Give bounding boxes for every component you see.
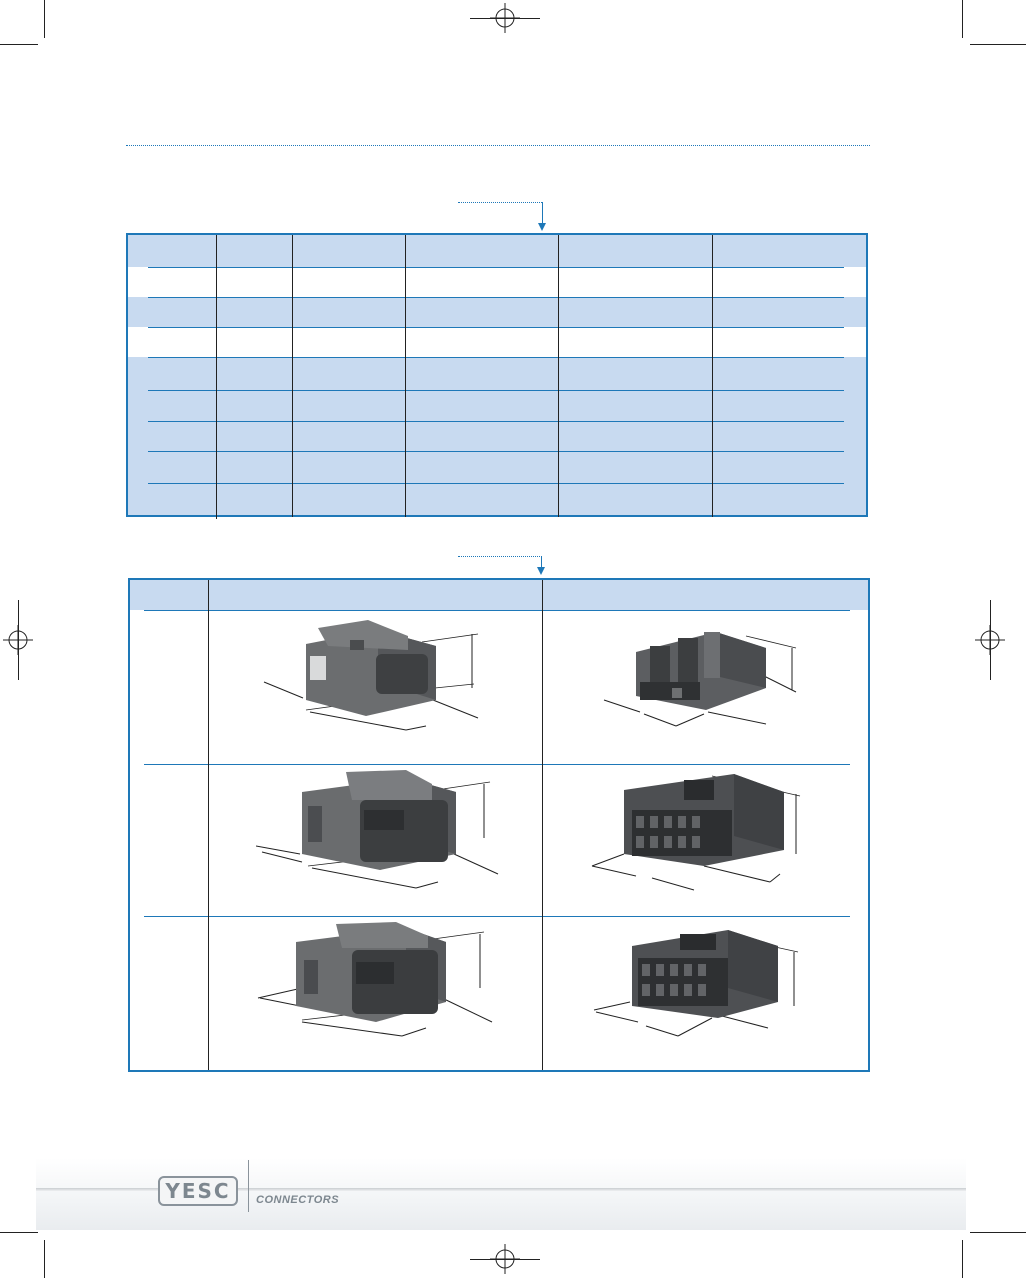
spec-table-row-divider — [148, 357, 844, 358]
registration-line-bottom — [470, 1259, 540, 1260]
brand-subtitle: CONNECTORS — [256, 1194, 340, 1206]
image-table-pointer-stem — [541, 556, 542, 568]
spec-table — [126, 233, 868, 519]
image-table-row-divider — [144, 610, 850, 611]
spec-table-row-divider — [148, 267, 844, 268]
image-table-row-divider — [144, 764, 850, 765]
image-table-row-divider — [144, 916, 850, 917]
male-connector-medium-icon — [256, 770, 506, 910]
registration-line-top — [470, 18, 540, 19]
spec-table-row-divider — [148, 483, 844, 484]
brand-logo-text: YESC — [165, 1179, 231, 1203]
crop-mark-top-right-v — [962, 0, 963, 38]
footer-rule — [36, 1188, 966, 1191]
crop-mark-bottom-left-v — [44, 1240, 45, 1278]
image-table-col-divider — [542, 580, 543, 1070]
spec-table-band-rows-4-8 — [128, 357, 866, 515]
spec-table-row-divider — [148, 297, 844, 298]
crop-mark-bottom-left-h — [0, 1232, 38, 1233]
spec-table-row-divider — [148, 451, 844, 452]
male-connector-small-icon — [258, 616, 488, 736]
crop-mark-bottom-right-h — [970, 1232, 1026, 1233]
spec-table-header — [128, 235, 866, 267]
spec-table-pointer-stem — [542, 202, 543, 224]
registration-line-left — [18, 600, 19, 680]
male-connector-large-icon — [256, 922, 506, 1052]
crop-mark-top-right-h — [970, 44, 1026, 45]
spec-table-col-divider — [292, 235, 293, 517]
spec-table-row-divider — [148, 327, 844, 328]
spec-table-band-row-2 — [128, 297, 866, 327]
female-connector-small-icon — [596, 616, 821, 731]
brand-logo: YESC — [158, 1176, 238, 1206]
female-connector-medium-icon — [584, 770, 814, 900]
crop-mark-top-left-v — [44, 0, 45, 38]
brand-divider — [248, 1160, 249, 1212]
spec-table-col-divider — [216, 235, 217, 519]
image-table-pointer-line — [458, 556, 542, 557]
spec-table-row-divider — [148, 421, 844, 422]
image-table-col-divider — [208, 580, 209, 1070]
image-table-header — [130, 580, 868, 610]
female-connector-large-icon — [588, 922, 808, 1047]
registration-line-right — [990, 600, 991, 680]
spec-table-row-divider — [148, 390, 844, 391]
header-rule — [126, 145, 870, 146]
image-table-pointer-arrow-icon — [537, 567, 545, 575]
crop-mark-bottom-right-v — [962, 1240, 963, 1278]
crop-mark-top-left-h — [0, 44, 38, 45]
spec-table-pointer-arrow-icon — [538, 223, 546, 231]
spec-table-pointer-line — [458, 202, 542, 203]
spec-table-col-divider — [558, 235, 559, 517]
spec-table-col-divider — [405, 235, 406, 517]
spec-table-col-divider — [712, 235, 713, 517]
